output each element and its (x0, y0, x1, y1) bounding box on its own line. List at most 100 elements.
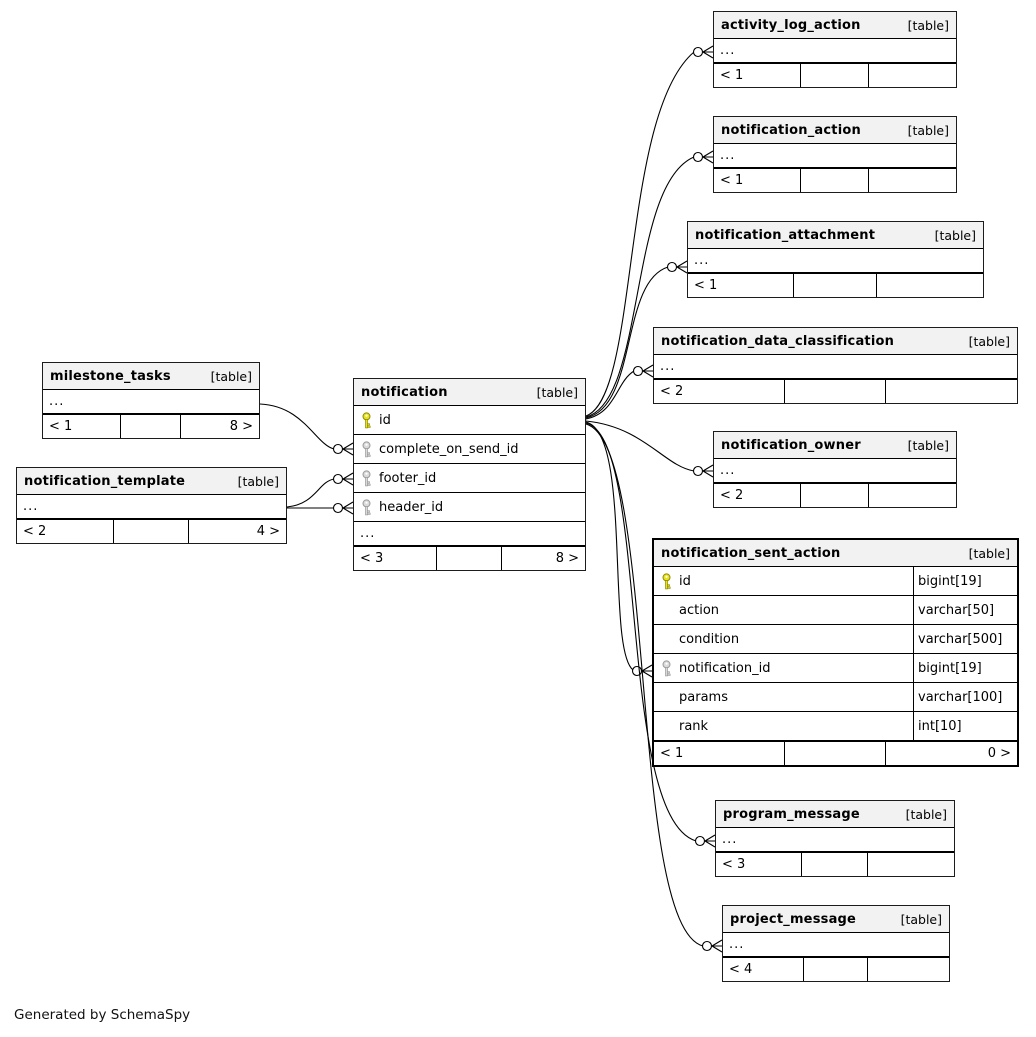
table-type-label: [table] (210, 368, 252, 384)
degree-cell-left: < 1 (654, 742, 785, 765)
crowfoot-odot-marker (666, 260, 688, 274)
degree-cell-center (801, 484, 869, 507)
table-name[interactable]: project_message (730, 911, 857, 927)
table-header-activity_log_action[interactable]: activity_log_action[table] (714, 12, 956, 39)
table-name[interactable]: notification_data_classification (661, 333, 895, 349)
degree-cell-center (114, 520, 190, 543)
table-notification_data_classification[interactable]: notification_data_classification[table].… (653, 327, 1018, 404)
table-name[interactable]: notification_sent_action (661, 545, 841, 561)
column-name: ... (49, 394, 65, 409)
table-header-notification_data_classification[interactable]: notification_data_classification[table] (654, 328, 1017, 355)
fk-relationship-line (585, 156, 695, 418)
column-name: ... (660, 359, 676, 374)
degree-cell-left: < 1 (43, 415, 121, 438)
fk-relationship-line (585, 51, 695, 417)
fk-relationship-line (585, 266, 669, 419)
table-name[interactable]: milestone_tasks (50, 368, 171, 384)
table-program_message[interactable]: program_message[table]...< 3 (715, 800, 955, 877)
hidden-columns-row: ... (43, 390, 259, 414)
foreign-key-icon (662, 659, 671, 676)
column-name: id (379, 412, 391, 428)
table-degree-footer: < 1 0 > (654, 741, 1017, 765)
column-name: condition (679, 631, 740, 647)
column-name: header_id (379, 499, 444, 515)
degree-cell-left: < 2 (654, 380, 785, 403)
crowfoot-odot-marker (692, 464, 714, 478)
table-header-notification_attachment[interactable]: notification_attachment [table] (688, 222, 983, 249)
table-type-label: [table] (934, 227, 976, 243)
degree-cell-left: < 2 (17, 520, 114, 543)
hidden-columns-row: ... (654, 355, 1017, 379)
table-header-notification_template[interactable]: notification_template[table] (17, 468, 286, 495)
key-slot (354, 411, 379, 429)
column-name: rank (679, 718, 709, 734)
fk-relationship-line (286, 478, 335, 508)
degree-cell-center (801, 64, 869, 87)
table-degree-footer: < 1 (688, 273, 983, 297)
table-degree-footer: < 3 (716, 852, 954, 876)
column-row-rank: rank int[10] (654, 712, 1017, 741)
table-name[interactable]: activity_log_action (721, 17, 861, 33)
fk-relationship-line (585, 421, 634, 671)
primary-key-icon (662, 572, 671, 589)
degree-cell-right: 0 > (987, 746, 1011, 761)
degree-cell-left: < 3 (716, 853, 802, 876)
table-degree-footer: < 2 (714, 483, 956, 507)
column-type: int[10] (913, 712, 1017, 740)
table-header-notification_action[interactable]: notification_action[table] (714, 117, 956, 144)
table-header-notification_sent_action[interactable]: notification_sent_action[table] (654, 540, 1017, 567)
crowfoot-odot-marker (701, 939, 723, 953)
degree-cell-right: 4 > (256, 524, 280, 539)
foreign-key-icon (362, 440, 371, 457)
table-header-notification[interactable]: notification[table] (354, 379, 585, 406)
table-name[interactable]: program_message (723, 806, 860, 822)
table-notification_attachment[interactable]: notification_attachment[table]...< 1 (687, 221, 984, 298)
table-name[interactable]: notification (361, 384, 448, 400)
degree-cell-right (869, 484, 956, 507)
column-name: params (679, 689, 728, 705)
crowfoot-odot-marker (692, 45, 714, 59)
table-notification_action[interactable]: notification_action[table]...< 1 (713, 116, 957, 193)
degree-cell-right: 8 > (555, 551, 579, 566)
column-type: bigint[19] (913, 567, 1017, 595)
degree-cell-right (886, 380, 1017, 403)
degree-cell-right (869, 64, 956, 87)
column-name: ... (360, 526, 376, 541)
table-header-project_message[interactable]: project_message [table] (723, 906, 949, 933)
crowfoot-odot-marker (332, 442, 354, 456)
table-name[interactable]: notification_template (24, 473, 186, 489)
table-project_message[interactable]: project_message[table]...< 4 (722, 905, 950, 982)
key-slot (354, 469, 379, 487)
degree-cell-left: < 3 (354, 547, 438, 570)
table-notification_owner[interactable]: notification_owner[table]...< 2 (713, 431, 957, 508)
table-degree-footer: < 1 (714, 168, 956, 192)
foreign-key-icon (362, 498, 371, 515)
table-degree-footer: < 2 (654, 379, 1017, 403)
hidden-columns-row: ... (723, 933, 949, 957)
hidden-columns-row: ... (716, 828, 954, 852)
table-header-program_message[interactable]: program_message[table] (716, 801, 954, 828)
key-slot (354, 440, 379, 458)
table-name[interactable]: notification_action (721, 122, 861, 138)
foreign-key-icon (362, 469, 371, 486)
column-type: bigint[19] (913, 654, 1017, 682)
key-slot (654, 659, 679, 677)
table-name[interactable]: notification_attachment (695, 227, 876, 243)
degree-cell-center (785, 380, 887, 403)
table-header-milestone_tasks[interactable]: milestone_tasks [table] (43, 363, 259, 390)
table-type-label: [table] (900, 911, 942, 927)
table-activity_log_action[interactable]: activity_log_action[table]...< 1 (713, 11, 957, 88)
column-row-footer_id: footer_id (354, 464, 585, 493)
table-header-notification_owner[interactable]: notification_owner[table] (714, 432, 956, 459)
table-name[interactable]: notification_owner (721, 437, 861, 453)
